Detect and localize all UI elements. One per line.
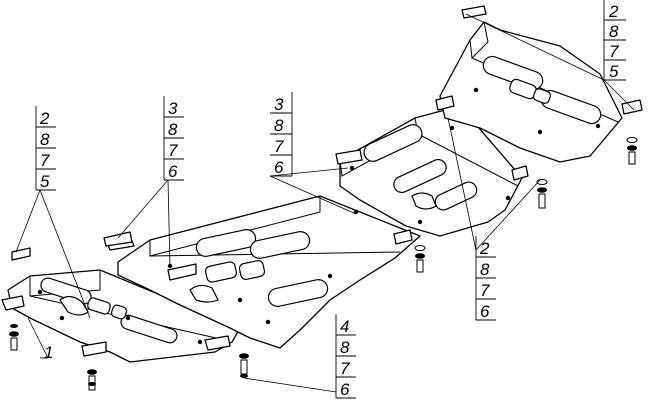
bolt-rear-right [627,145,637,165]
callout-c1-num-2: 8 [40,130,50,149]
callout-c2-num-2: 8 [168,120,178,139]
callout-c4-num-1: 2 [608,2,619,21]
callout-table-c6: 4 8 7 6 [335,314,356,399]
part-label: 1 [44,343,53,362]
callout-c5-num-4: 6 [480,302,490,321]
callout-table-c2: 3 8 7 6 [163,96,184,181]
callout-c4-num-3: 7 [609,42,619,61]
bolt-engine [239,353,249,378]
callout-c6-num-1: 4 [340,317,349,336]
bolt-rear-center [537,187,547,209]
bolt-transmission [415,253,425,273]
callout-c6-num-3: 7 [340,359,350,378]
callout-c3-num-4: 6 [274,158,284,177]
callout-table-c3: 3 8 7 6 [270,92,293,177]
bolt-front-left [9,324,19,351]
front-skid-plate [1,269,241,363]
callout-c1-num-1: 2 [39,109,50,128]
bolts [9,145,637,391]
callout-c2-num-1: 3 [168,99,178,118]
callout-c5-num-3: 7 [480,281,490,300]
callout-c1-num-3: 7 [40,151,50,170]
callout-c6-num-4: 6 [340,380,350,399]
callout-c3-num-1: 3 [274,95,284,114]
callout-table-c4: 2 8 7 5 [603,0,626,81]
callout-c4-num-2: 8 [609,22,619,41]
callout-c5-num-2: 8 [480,260,490,279]
callout-c6-num-2: 8 [340,338,350,357]
callout-c2-num-4: 6 [168,162,178,181]
callout-c5-num-1: 2 [479,239,490,258]
callout-c3-num-2: 8 [274,116,284,135]
transmission-skid-plate [335,105,529,237]
bolt-front-center [87,369,97,391]
callout-c1-num-4: 5 [40,172,50,191]
callout-table-c1: 2 8 7 5 [35,106,56,191]
callout-c2-num-3: 7 [168,141,178,160]
callout-table-c5: 2 8 7 6 [475,236,496,321]
loose-brackets [11,137,638,261]
callout-c4-num-4: 5 [609,62,619,81]
leader-lines [15,13,635,393]
callout-c3-num-3: 7 [274,137,284,156]
